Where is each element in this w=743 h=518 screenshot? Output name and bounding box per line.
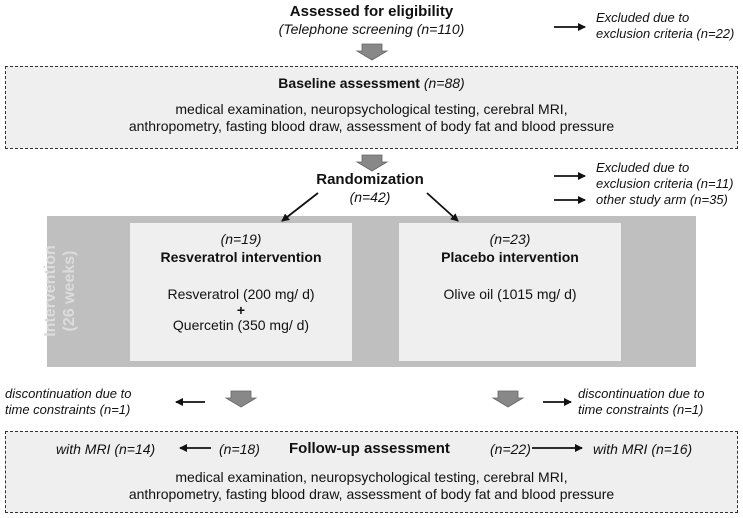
followup-right-n: (n=22)	[490, 441, 531, 457]
followup-line1: medical examination, neuropsychological …	[175, 469, 568, 485]
resveratrol-title: Resveratrol intervention	[160, 249, 322, 265]
resveratrol-n: (n=19)	[220, 231, 262, 247]
down-arrow-1	[355, 43, 389, 61]
eligibility-subtitle: (Telephone screening (n=110)	[278, 21, 465, 37]
baseline-n: (n=88)	[423, 75, 465, 91]
baseline-line1: medical examination, neuropsychological …	[175, 101, 568, 117]
excluded-mid-line3: other study arm (n=35)	[596, 192, 728, 207]
discontinuation-right-line2: time constraints (n=1)	[578, 402, 704, 417]
arrow-to-resveratrol	[281, 192, 319, 222]
randomization-n: (n=42)	[349, 189, 391, 205]
followup-box: with MRI (n=14) (n=18) Follow-up assessm…	[5, 431, 738, 513]
baseline-box: Baseline assessment (n=88) medical exami…	[5, 66, 738, 149]
placebo-n: (n=23)	[489, 231, 531, 247]
followup-right-mri: with MRI (n=16)	[593, 441, 693, 457]
arrow-to-placebo	[426, 192, 459, 222]
baseline-title: Baseline assessment	[278, 75, 420, 91]
excluded-mid-line2: exclusion criteria (n=11)	[596, 176, 734, 191]
resveratrol-arm: (n=19) Resveratrol intervention Resverat…	[130, 223, 352, 361]
quercetin-dose: Quercetin (350 mg/ d)	[172, 317, 310, 333]
resveratrol-dose: Resveratrol (200 mg/ d)	[167, 286, 315, 302]
baseline-line2: anthropometry, fasting blood draw, asses…	[128, 118, 615, 134]
followup-left-mri: with MRI (n=14)	[56, 441, 156, 457]
excluded-mid-line1: Excluded due to	[596, 160, 690, 175]
discontinuation-right-line1: discontinuation due to	[578, 386, 705, 401]
eligibility-block: Assessed for eligibility (Telephone scre…	[200, 3, 543, 38]
plus-sign: +	[236, 302, 246, 318]
down-arrow-2	[355, 154, 389, 172]
baseline-heading: Baseline assessment (n=88)	[6, 75, 737, 92]
placebo-arm: (n=23) Placebo intervention Olive oil (1…	[399, 223, 621, 361]
excluded-mid: Excluded due to exclusion criteria (n=11…	[596, 160, 743, 208]
excluded-top: Excluded due to exclusion criteria (n=22…	[596, 10, 743, 42]
followup-line2: anthropometry, fasting blood draw, asses…	[128, 486, 615, 502]
placebo-dose: Olive oil (1015 mg/ d)	[443, 286, 577, 302]
discontinuation-left-line2: time constraints (n=1)	[5, 402, 131, 417]
down-arrow-right	[491, 390, 525, 408]
followup-title: Follow-up assessment	[289, 440, 450, 457]
discontinuation-left-line1: discontinuation due to	[5, 386, 132, 401]
excluded-top-line2: exclusion criteria (n=22)	[596, 26, 735, 41]
eligibility-title: Assessed for eligibility	[289, 3, 454, 20]
randomization-title: Randomization	[316, 171, 424, 188]
discontinuation-right: discontinuation due to time constraints …	[578, 386, 743, 418]
placebo-title: Placebo intervention	[441, 249, 579, 265]
down-arrow-left	[224, 390, 258, 408]
randomization-block: Randomization (n=42)	[270, 171, 470, 206]
followup-left-n: (n=18)	[219, 441, 260, 457]
discontinuation-left: discontinuation due to time constraints …	[5, 386, 175, 418]
excluded-top-line1: Excluded due to	[596, 10, 690, 25]
